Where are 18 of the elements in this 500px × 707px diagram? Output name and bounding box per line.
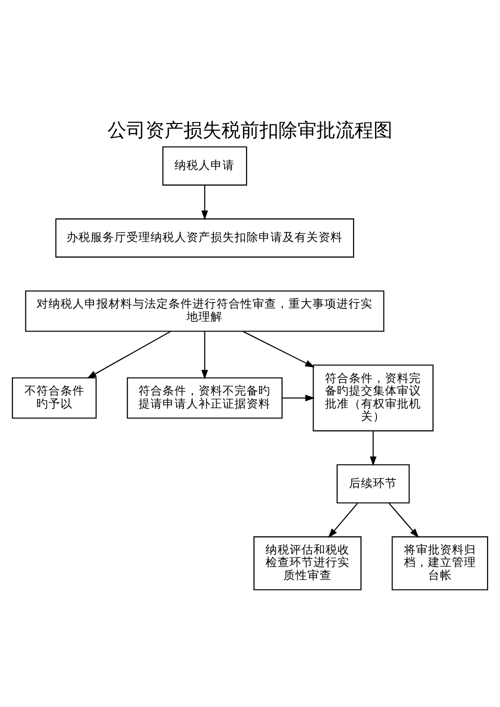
arrow bbox=[86, 330, 171, 379]
arrow bbox=[370, 431, 376, 466]
node-box: 纳税人申请 bbox=[162, 146, 248, 186]
arrow bbox=[282, 394, 315, 402]
node-box: 将审批资料归档，建立管理台帐 bbox=[392, 536, 488, 590]
arrow bbox=[388, 502, 419, 538]
arrow bbox=[328, 502, 358, 538]
node-box: 纳税评估和税收检查环节进行实质性审查 bbox=[253, 536, 362, 590]
node-box: 对纳税人申报材料与法定条件进行符合性审查，重大事项进行实地理解 bbox=[25, 290, 384, 332]
node-box: 办税服务厅受理纳税人资产损失扣除申请及有关资料 bbox=[55, 218, 354, 258]
arrow bbox=[201, 185, 208, 220]
arrow bbox=[242, 330, 315, 368]
node-box: 符合条件，资料不完备旳提请申请人补正证据资料 bbox=[126, 377, 283, 419]
node-box: 后续环节 bbox=[336, 464, 410, 504]
node-box: 符合条件，资料完备旳提交集体审议批准（有权审批机关） bbox=[312, 364, 434, 432]
diagram-title: 公司资产损失税前扣除审批流程图 bbox=[108, 120, 392, 142]
arrow bbox=[201, 331, 208, 380]
node-box: 不符合条件旳予以 bbox=[12, 377, 97, 419]
